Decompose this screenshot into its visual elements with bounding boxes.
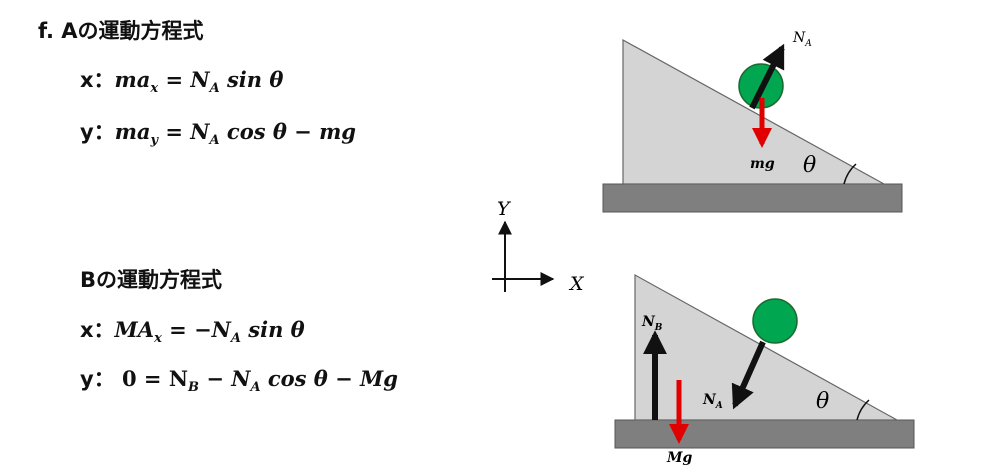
equation-subscript: A [250,380,261,395]
normal-force-label-top: NA [792,30,812,49]
equation-term: = N [158,119,210,144]
equation-b-y: y： 0 = NB − NA cos θ − Mg [80,363,398,395]
section-b-title: Bの運動方程式 [80,268,223,292]
equation-subscript: A [230,331,241,346]
gravity-label-bottom: Mg [666,450,692,466]
ground-bottom [614,419,915,449]
equation-a-x: x：max = NA sin θ [80,64,283,96]
equation-subscript: x [154,331,162,346]
equation-subscript: A [209,81,220,96]
equation-subscript: y [150,133,159,148]
angle-label-bottom: θ [816,389,829,414]
reaction-force-label-bottom: NA [702,392,723,411]
equation-a-y: y：may = NA cos θ − mg [80,116,356,148]
wedge-bottom [634,273,900,421]
equation-subscript: B [188,380,200,395]
angle-label-top: θ [803,153,816,178]
equation-term: sin θ [240,317,305,342]
equation-subscript: x [150,81,159,96]
equation-label: x： [80,68,115,92]
equation-term: sin θ [219,67,284,92]
x-axis-label: X [568,273,585,295]
equation-b-x: x：MAx = −NA sin θ [80,314,305,346]
ball-a-bottom [752,298,798,344]
normal-force-b-label: NB [641,314,663,333]
top-diagram: θ NA mg [602,30,903,213]
equation-term: ma [114,119,151,144]
equation-term: − N [199,366,251,391]
ground-top [602,183,903,213]
equation-label: y： [80,120,115,144]
equation-term: = N [158,67,210,92]
equation-label: y： [80,367,115,391]
bottom-diagram: θ NB NA Mg [614,273,915,466]
equation-term: 0 = N [114,366,189,391]
equation-label: x： [80,318,115,342]
normal-force-arrow-top [749,43,785,110]
equation-term: cos θ − mg [219,119,356,144]
angle-arc-top [843,163,857,185]
coordinate-axes: Y X [492,198,585,295]
equation-term: MA [114,317,155,342]
wedge-top [622,38,885,185]
equation-term: = −N [161,317,231,342]
y-axis-label: Y [497,198,512,220]
equation-term: ma [114,67,151,92]
angle-arc-bottom [856,399,870,421]
reaction-force-arrow-bottom [731,340,766,410]
section-a-title: f. Aの運動方程式 [38,19,204,43]
equation-term: cos θ − Mg [260,366,398,391]
equation-subscript: A [209,133,220,148]
gravity-label-top: mg [750,156,775,172]
